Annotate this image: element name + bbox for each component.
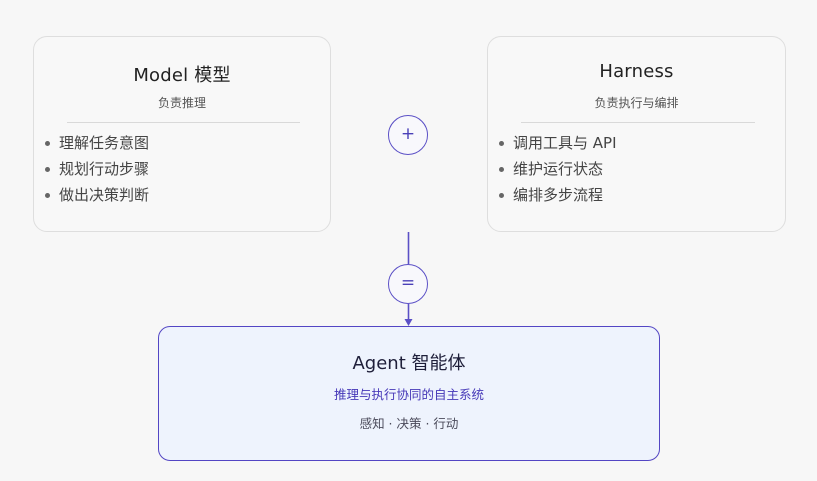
model-divider bbox=[67, 122, 300, 123]
list-item-label: 规划行动步骤 bbox=[59, 160, 150, 178]
agent-title: Agent 智能体 bbox=[352, 353, 466, 374]
harness-divider bbox=[521, 122, 755, 123]
model-subtitle: 负责推理 bbox=[157, 96, 206, 110]
list-item-label: 维护运行状态 bbox=[513, 160, 604, 178]
agent-tags: 感知 · 决策 · 行动 bbox=[359, 416, 459, 431]
bullet-icon bbox=[499, 193, 504, 198]
harness-card: Harness 负责执行与编排 调用工具与 API 维护运行状态 编排多步流程 bbox=[487, 36, 786, 232]
bullet-icon bbox=[45, 141, 50, 146]
agent-subtitle: 推理与执行协同的自主系统 bbox=[333, 387, 484, 402]
harness-feature-list: 调用工具与 API 维护运行状态 编排多步流程 bbox=[498, 130, 617, 208]
model-feature-list: 理解任务意图 规划行动步骤 做出决策判断 bbox=[44, 130, 149, 208]
bullet-icon bbox=[45, 193, 50, 198]
model-card: Model 模型 负责推理 理解任务意图 规划行动步骤 做出决策判断 bbox=[33, 36, 331, 232]
list-item: 编排多步流程 bbox=[498, 182, 617, 208]
list-item-label: 编排多步流程 bbox=[513, 186, 604, 204]
harness-subtitle: 负责执行与编排 bbox=[594, 96, 679, 110]
bullet-icon bbox=[45, 167, 50, 172]
arrow-down-icon bbox=[404, 319, 413, 326]
list-item-label: 做出决策判断 bbox=[59, 186, 150, 204]
list-item: 做出决策判断 bbox=[44, 182, 149, 208]
harness-title: Harness bbox=[599, 61, 674, 82]
agent-card: Agent 智能体 推理与执行协同的自主系统 感知 · 决策 · 行动 bbox=[158, 326, 660, 461]
list-item: 规划行动步骤 bbox=[44, 156, 149, 182]
bullet-icon bbox=[499, 141, 504, 146]
list-item: 维护运行状态 bbox=[498, 156, 617, 182]
list-item-label: 理解任务意图 bbox=[59, 134, 150, 152]
list-item: 调用工具与 API bbox=[498, 130, 617, 156]
plus-operator: + bbox=[388, 115, 428, 155]
model-title: Model 模型 bbox=[133, 65, 231, 86]
bullet-icon bbox=[499, 167, 504, 172]
list-item-label: 调用工具与 API bbox=[513, 134, 617, 152]
equals-operator: = bbox=[388, 264, 428, 304]
list-item: 理解任务意图 bbox=[44, 130, 149, 156]
